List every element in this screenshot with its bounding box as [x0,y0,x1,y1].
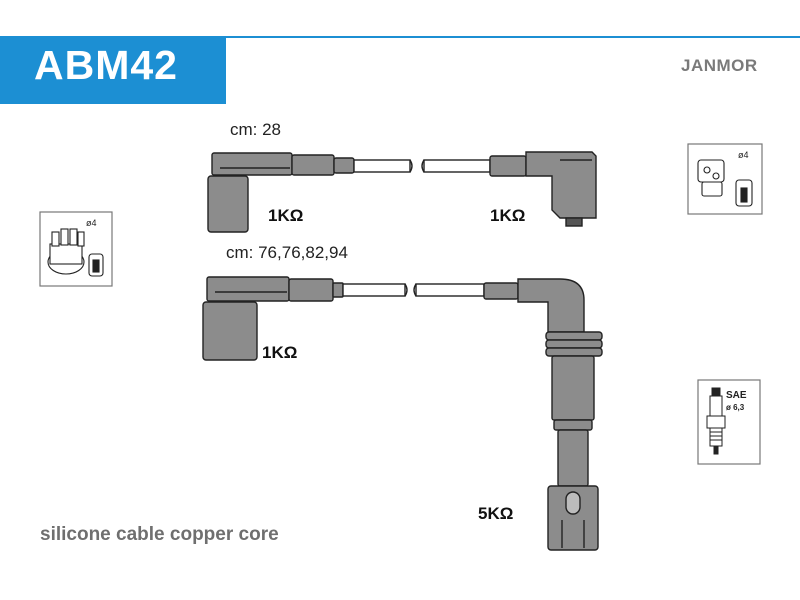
cable-2 [202,276,603,551]
distributor-cap-icon: ø4 [39,211,113,287]
spark-plug-standard: SAE [726,390,747,401]
cable-description: silicone cable copper core [40,524,279,545]
cable-1-length: cm: 28 [230,120,282,139]
cable-2-right-boot [483,278,603,551]
cable-1 [207,151,597,233]
ignition-coil-icon: ø4 [687,143,763,215]
cable-1-right-resistance: 1KΩ [490,206,526,225]
cable-1-wire-left [353,159,411,173]
spark-plug-icon: SAE ø 6,3 [697,379,761,465]
spark-plug-diameter: ø 6,3 [726,403,745,412]
cable-2-right-resistance: 5KΩ [478,504,514,523]
header-rule [226,36,800,38]
cable-1-right-boot [489,151,597,227]
brand-name: JANMOR [681,56,758,75]
distributor-diameter: ø4 [86,218,97,228]
cable-2-wire-right [415,283,485,297]
cable-1-left-resistance: 1KΩ [268,206,304,225]
cable-1-left-boot [207,152,355,233]
cable-2-length: cm: 76,76,82,94 [226,243,348,262]
cable-2-left-resistance: 1KΩ [262,343,298,362]
cable-2-wire-left [342,283,406,297]
coil-diameter: ø4 [738,150,749,160]
cable-1-wire-right [423,159,491,173]
product-code: ABM42 [34,42,178,88]
title-banner [0,36,226,104]
cable-2-left-boot [202,276,344,361]
